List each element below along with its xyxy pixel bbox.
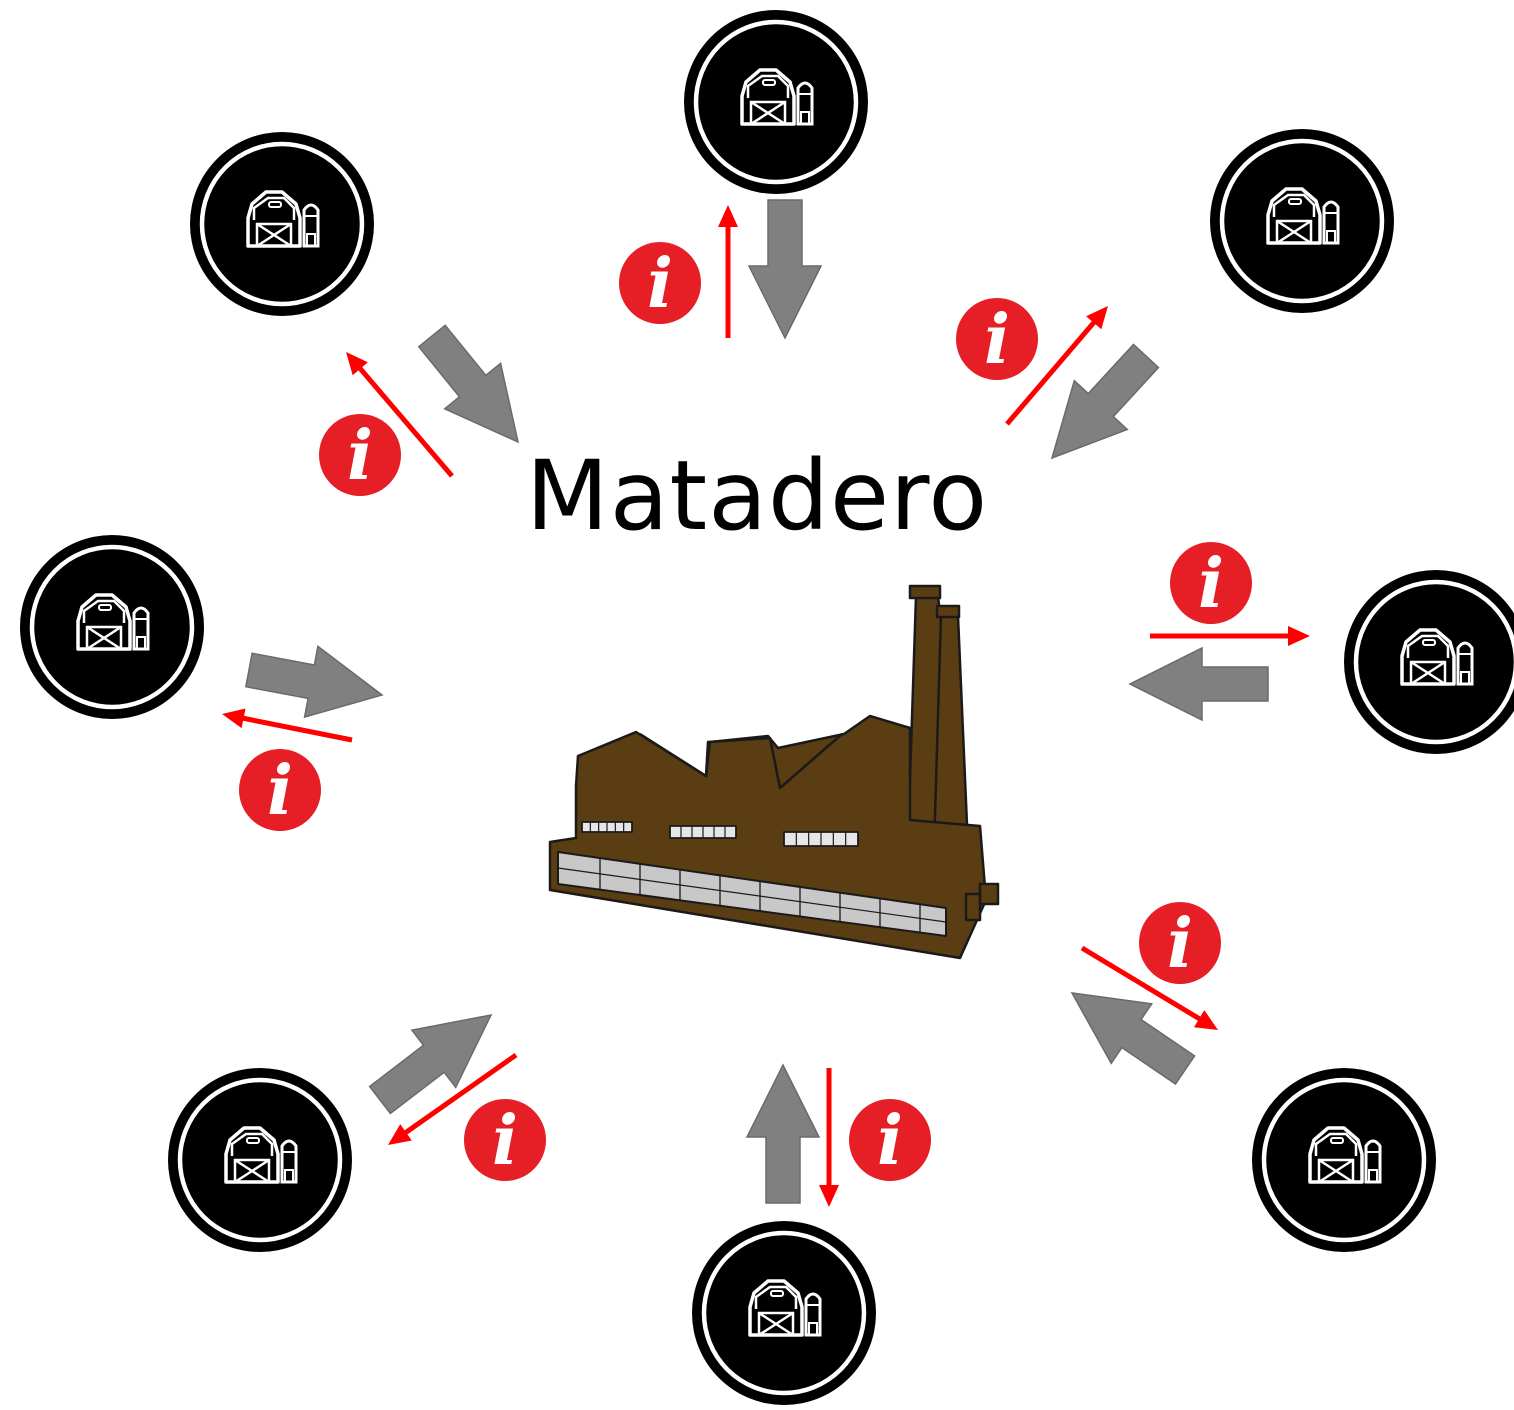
svg-text:i: i xyxy=(984,300,1010,380)
gray-arrow-icon xyxy=(1050,343,1160,460)
info-icon[interactable]: i xyxy=(956,298,1038,380)
svg-text:i: i xyxy=(647,244,673,324)
gray-arrow-icon xyxy=(1070,992,1196,1086)
red-arrow-icon xyxy=(222,708,353,743)
info-icon[interactable]: i xyxy=(849,1099,931,1181)
svg-text:i: i xyxy=(1167,904,1193,984)
info-icon[interactable]: i xyxy=(1139,902,1221,984)
farm-bottom[interactable] xyxy=(692,1221,876,1405)
info-icon[interactable]: i xyxy=(464,1099,546,1181)
farm-top-right[interactable] xyxy=(1210,129,1394,313)
svg-text:i: i xyxy=(877,1101,903,1181)
info-icon[interactable]: i xyxy=(239,749,321,831)
farm-bottom-left[interactable] xyxy=(168,1068,352,1252)
gray-arrow-icon xyxy=(244,644,384,719)
svg-text:i: i xyxy=(267,751,293,831)
farm-top[interactable] xyxy=(684,10,868,194)
red-arrow-icon xyxy=(718,205,738,338)
gray-arrow-icon xyxy=(1128,646,1269,722)
svg-text:i: i xyxy=(1198,544,1224,624)
gray-arrow-icon xyxy=(368,1013,493,1115)
farm-right[interactable] xyxy=(1344,570,1514,754)
farm-bottom-right[interactable] xyxy=(1252,1068,1436,1252)
red-arrow-icon xyxy=(388,1052,518,1146)
farm-left[interactable] xyxy=(20,535,204,719)
svg-text:i: i xyxy=(347,416,373,496)
gray-arrow-icon xyxy=(745,1063,821,1204)
gray-arrow-icon xyxy=(747,199,823,340)
red-arrow-icon xyxy=(1150,626,1310,646)
info-icon[interactable]: i xyxy=(619,242,701,324)
info-icon[interactable]: i xyxy=(319,414,401,496)
diagram-title: Matadero xyxy=(525,440,989,552)
factory-icon xyxy=(548,584,1000,960)
svg-text:i: i xyxy=(492,1101,518,1181)
red-arrow-icon xyxy=(346,351,454,478)
red-arrow-icon xyxy=(819,1068,839,1207)
farm-top-left[interactable] xyxy=(190,132,374,316)
gray-arrow-icon xyxy=(417,324,520,444)
red-arrow-icon xyxy=(1005,305,1109,426)
info-icon[interactable]: i xyxy=(1170,542,1252,624)
red-arrow-icon xyxy=(1080,945,1218,1030)
